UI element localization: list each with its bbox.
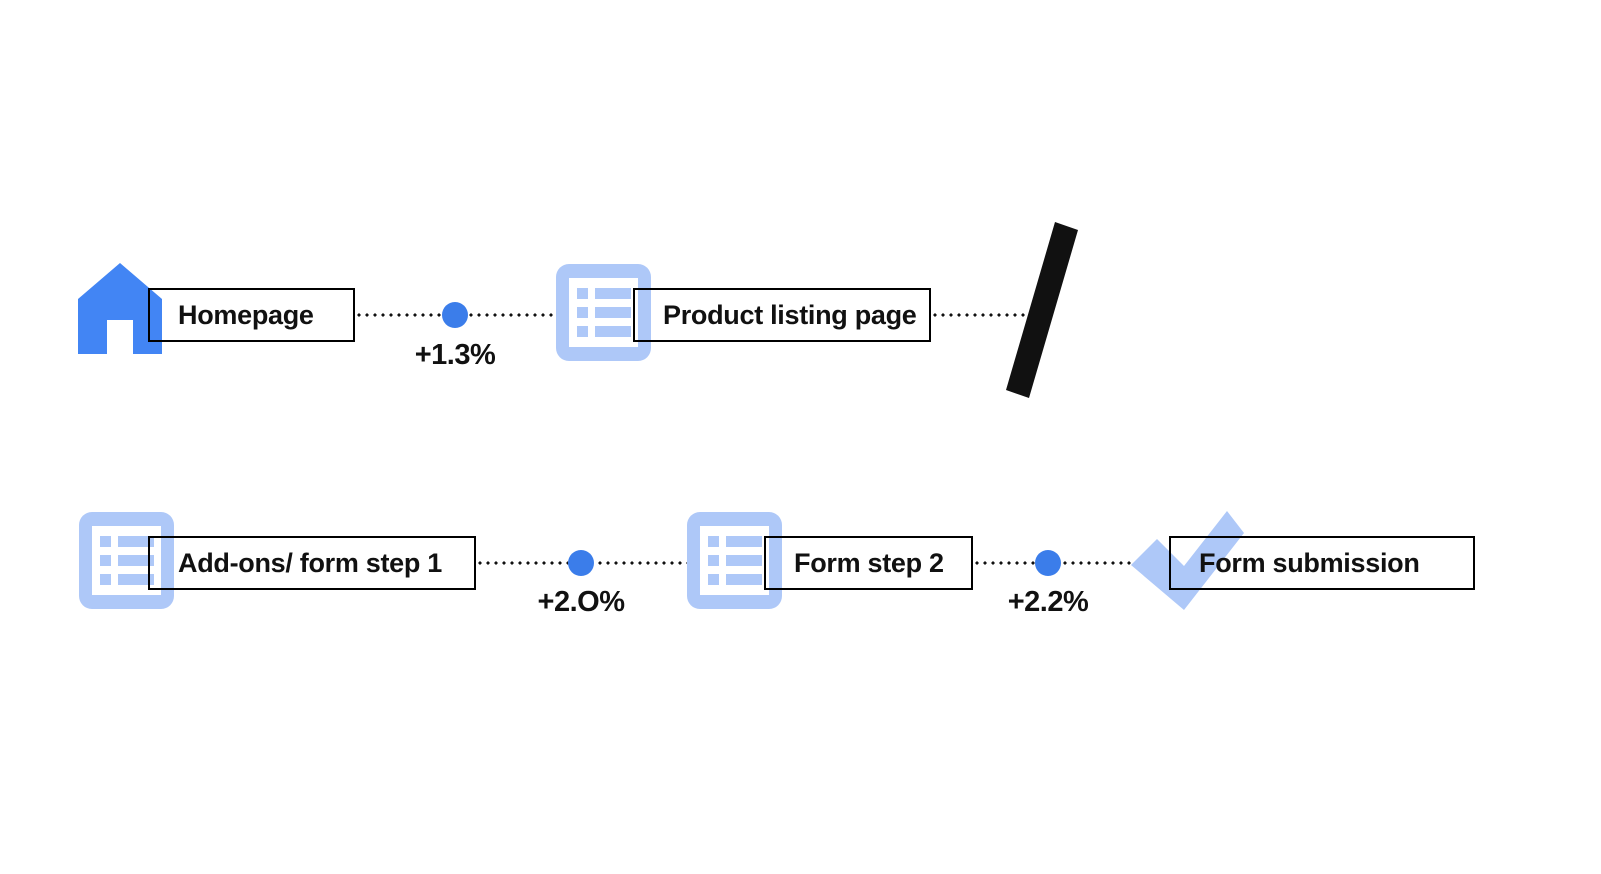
metric-dot-uplift-step1-to-step2[interactable] [568, 550, 594, 576]
node-box-form-submission[interactable]: Form submission [1169, 536, 1475, 590]
node-label-product-listing-page: Product listing page [663, 299, 917, 330]
connector-step1-to-step2 [476, 561, 761, 565]
node-box-product-listing-page[interactable]: Product listing page [633, 288, 931, 342]
node-box-homepage[interactable]: Homepage [148, 288, 355, 342]
metric-dot-uplift-homepage-to-plp[interactable] [442, 302, 468, 328]
list-document-icon [556, 264, 651, 361]
connector-plp-to-rowwrap [931, 313, 1051, 317]
node-label-homepage: Homepage [178, 299, 314, 330]
metric-label-uplift-step2-to-submission: +2.2% [1007, 586, 1089, 618]
metric-label-uplift-step1-to-step2: +2.O% [537, 586, 625, 618]
house-icon [78, 263, 162, 354]
metric-label-uplift-homepage-to-plp: +1.3% [414, 339, 496, 371]
list-document-icon [687, 512, 782, 609]
node-box-add-ons-form-step-1[interactable]: Add-ons/ form step 1 [148, 536, 476, 590]
checkmark-icon [1127, 507, 1245, 619]
node-label-add-ons-form-step-1: Add-ons/ form step 1 [178, 547, 443, 578]
connector-step2-to-submission [973, 561, 1173, 565]
node-label-form-step-2: Form step 2 [794, 547, 944, 578]
node-label-form-submission: Form submission [1199, 547, 1420, 578]
diagonal-slash-icon [1000, 222, 1084, 398]
metric-dot-uplift-step2-to-submission[interactable] [1035, 550, 1061, 576]
connector-homepage-to-plp [355, 313, 637, 317]
node-box-form-step-2[interactable]: Form step 2 [764, 536, 973, 590]
